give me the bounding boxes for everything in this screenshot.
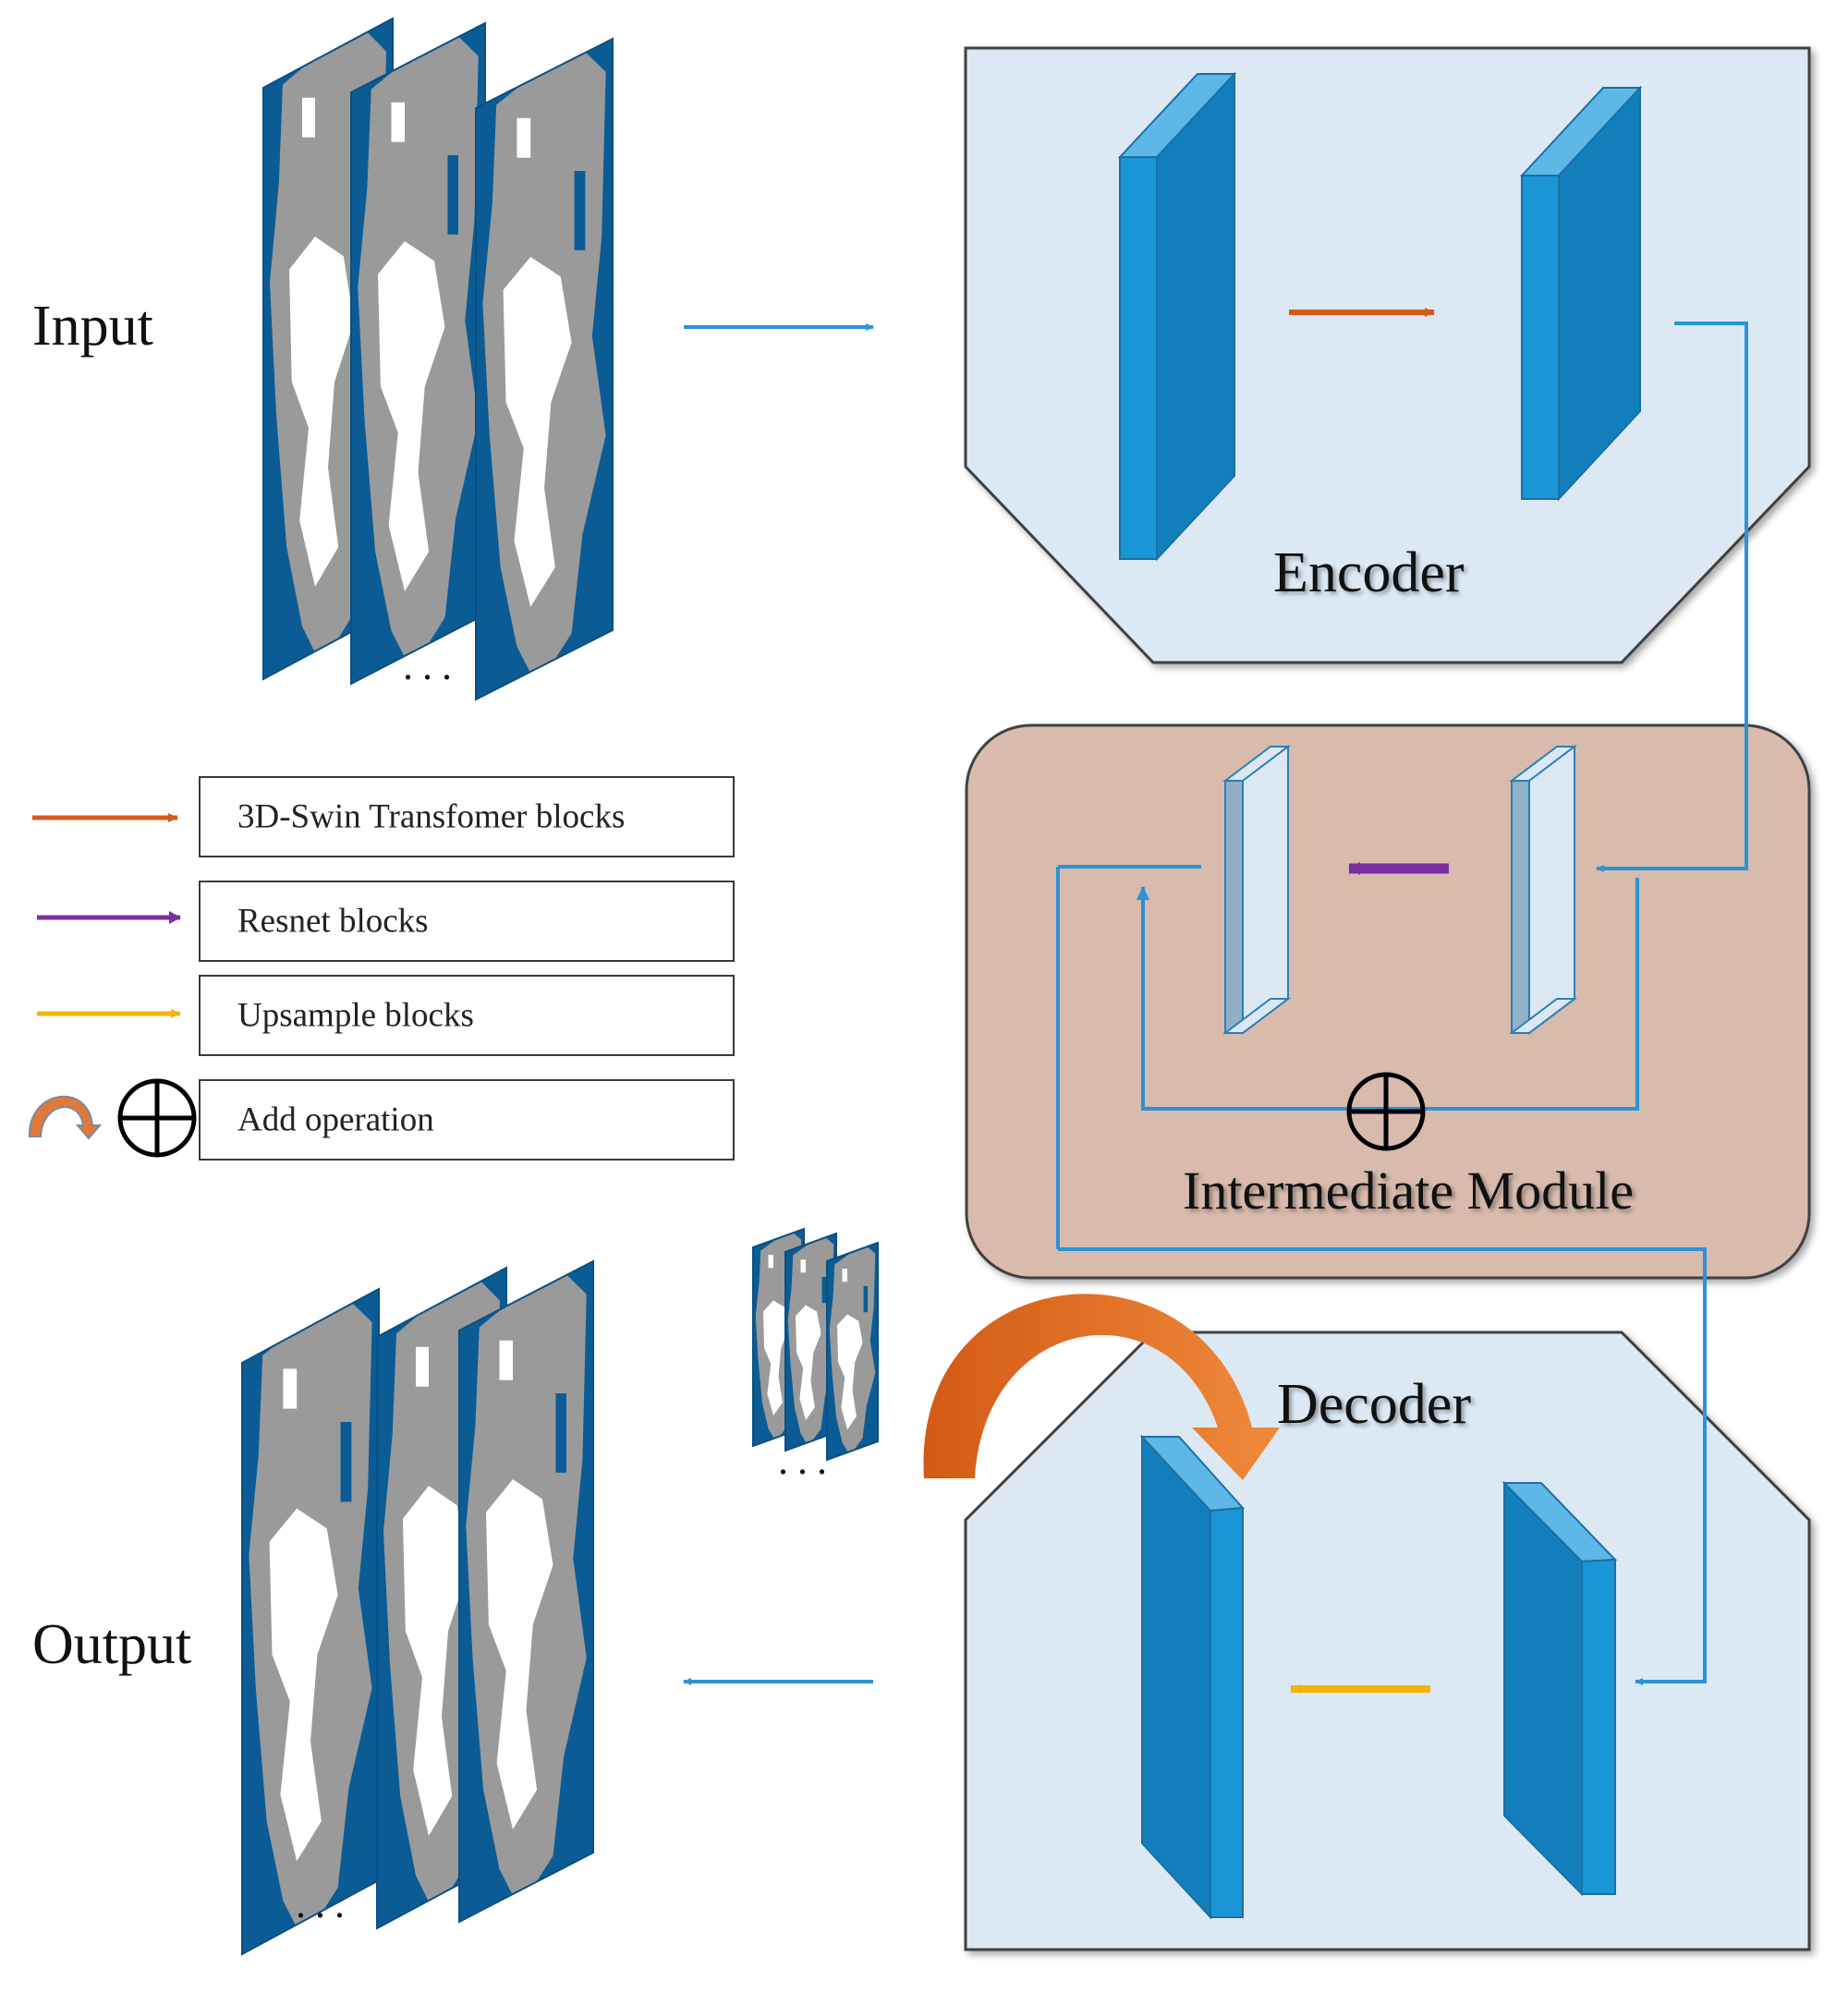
legend-item-upsample: Upsample blocks <box>199 975 735 1056</box>
intermediate-panel <box>965 723 1811 1280</box>
mini-map-stack <box>752 1227 879 1462</box>
intermediate-block-1 <box>1222 744 1291 1036</box>
encoder-block-1 <box>1117 71 1237 562</box>
intermediate-block-2 <box>1509 744 1577 1036</box>
output-map-1 <box>241 1287 380 1956</box>
input-map-3 <box>475 37 614 701</box>
connectors <box>683 322 1748 1685</box>
legend-curve-icon <box>28 1095 103 1140</box>
output-map-3 <box>458 1259 594 1924</box>
legend-label-upsample: Upsample blocks <box>237 996 474 1035</box>
mini-map-3 <box>826 1241 879 1462</box>
decoder-title: Decoder <box>1277 1373 1471 1436</box>
encoder-block-2 <box>1519 85 1643 502</box>
encoder-title: Encoder <box>1273 541 1465 604</box>
mini-ellipsis: ... <box>778 1438 836 1483</box>
output-ellipsis: ... <box>296 1881 354 1926</box>
legend-item-swin: 3D-Swin Transfomer blocks <box>199 776 735 857</box>
output-label: Output <box>32 1613 192 1676</box>
output-map-stack <box>241 1259 594 1956</box>
input-map-stack <box>262 17 614 701</box>
add-operation-symbol <box>1346 1072 1426 1151</box>
decoder-block-1 <box>1139 1434 1246 1920</box>
legend-label-resnet: Resnet blocks <box>237 902 429 941</box>
intermediate-title: Intermediate Module <box>1183 1161 1634 1221</box>
legend-label-add: Add operation <box>237 1100 434 1139</box>
legend-label-swin: 3D-Swin Transfomer blocks <box>237 797 626 836</box>
input-label: Input <box>32 295 153 358</box>
input-ellipsis: ... <box>403 643 461 688</box>
legend-item-add: Add operation <box>199 1079 735 1161</box>
legend-add-icon <box>117 1078 197 1158</box>
decoder-block-2 <box>1502 1480 1618 1897</box>
input-map-2 <box>350 21 486 686</box>
legend-item-resnet: Resnet blocks <box>199 881 735 962</box>
skip-curve-arrow <box>923 1294 1280 1480</box>
